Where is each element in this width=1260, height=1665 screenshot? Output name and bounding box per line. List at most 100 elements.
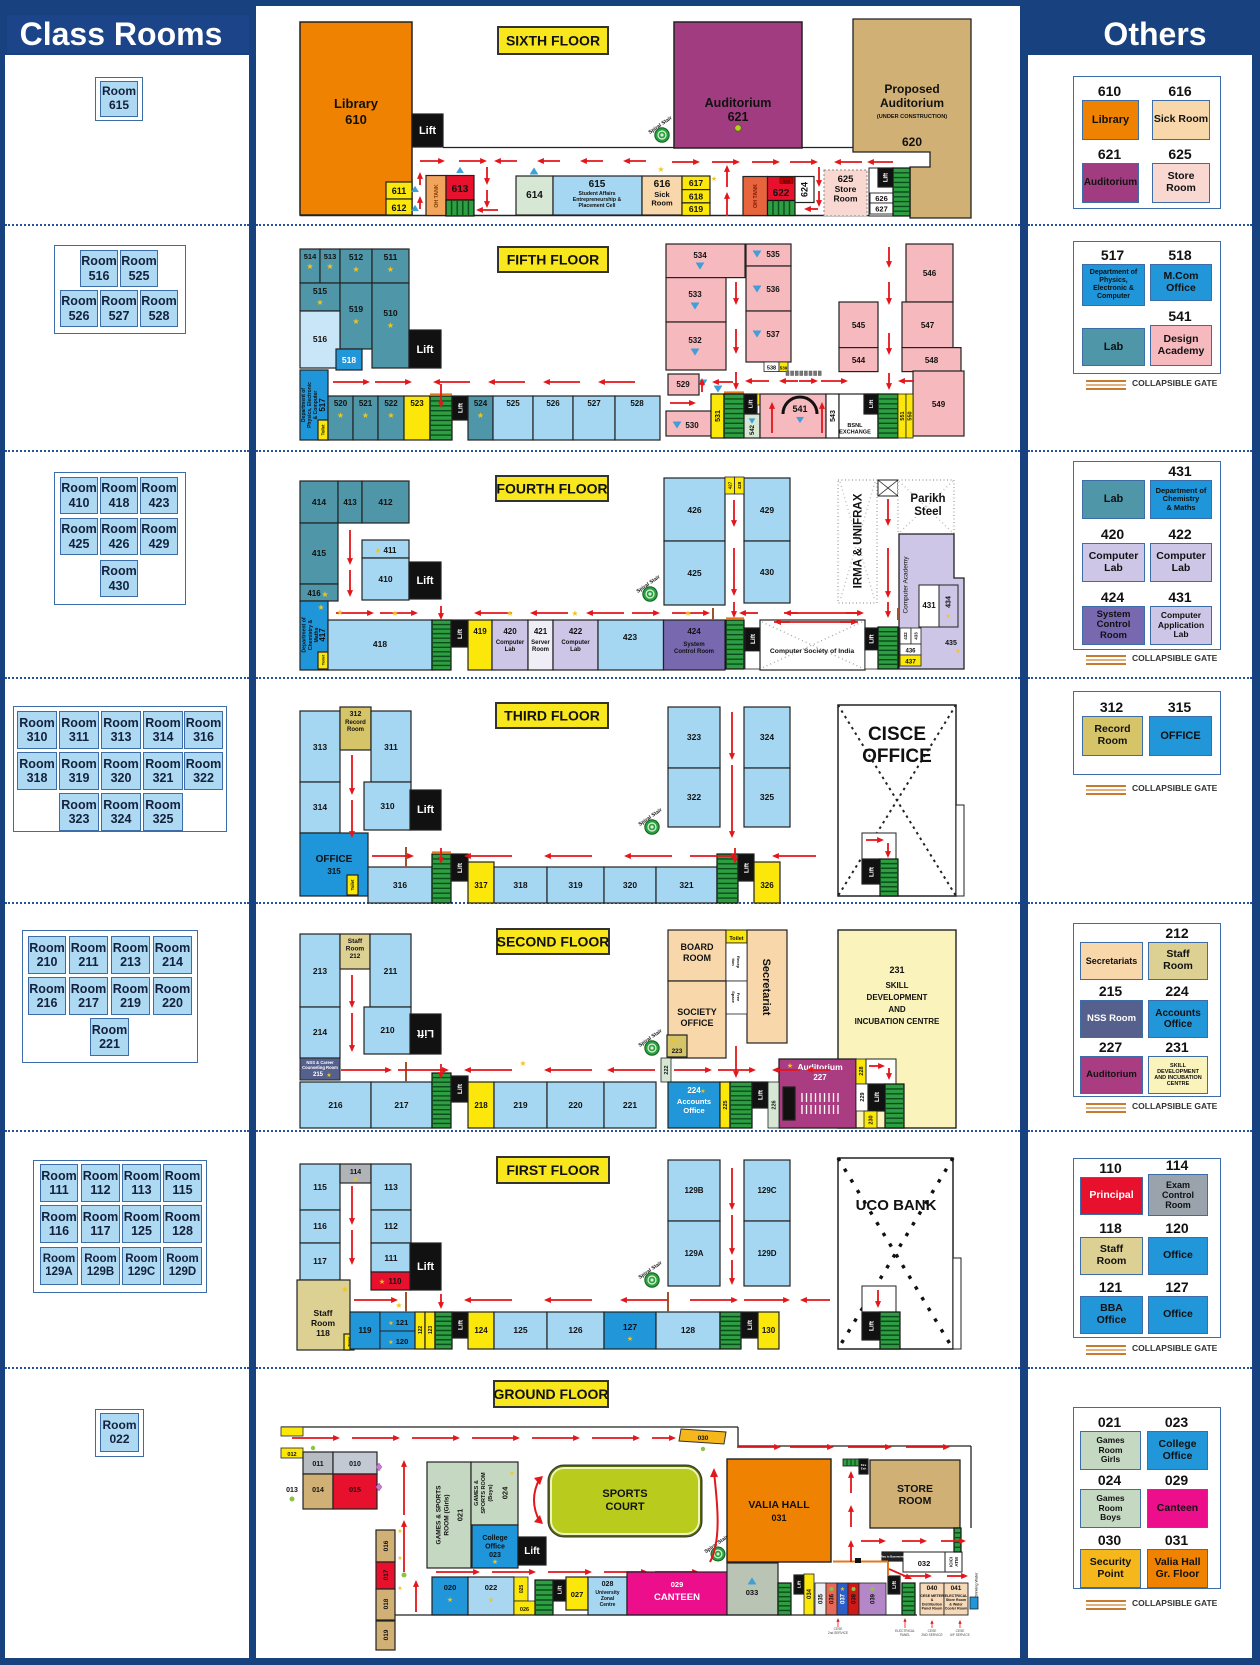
svg-text:Department ofChemistry &Maths: Department ofChemistry &Maths bbox=[302, 617, 320, 652]
svg-text:541: 541 bbox=[792, 404, 807, 414]
svg-text:537: 537 bbox=[766, 330, 780, 339]
svg-text:039: 039 bbox=[871, 1593, 877, 1604]
svg-text:★: ★ bbox=[388, 1320, 393, 1327]
svg-text:★: ★ bbox=[326, 262, 333, 271]
svg-text:★: ★ bbox=[316, 298, 323, 307]
svg-text:ROOM: ROOM bbox=[899, 1495, 932, 1507]
svg-text:Lift: Lift bbox=[748, 400, 754, 409]
svg-text:CESE: CESE bbox=[956, 1629, 965, 1633]
svg-text:224: 224 bbox=[687, 1086, 701, 1095]
svg-text:Lift: Lift bbox=[416, 344, 433, 356]
svg-text:220: 220 bbox=[568, 1100, 582, 1110]
svg-text:116: 116 bbox=[313, 1221, 327, 1231]
svg-text:012: 012 bbox=[287, 1452, 296, 1458]
svg-text:VALIA HALL: VALIA HALL bbox=[748, 1499, 810, 1511]
svg-text:126: 126 bbox=[568, 1325, 582, 1335]
svg-text:539: 539 bbox=[780, 366, 788, 371]
svg-text:215: 215 bbox=[313, 1072, 324, 1078]
svg-text:017: 017 bbox=[383, 1569, 390, 1580]
svg-text:UCO BANK: UCO BANK bbox=[856, 1197, 937, 1214]
svg-text:532: 532 bbox=[688, 336, 702, 345]
svg-text:Lift: Lift bbox=[457, 1083, 464, 1094]
svg-text:014: 014 bbox=[312, 1487, 324, 1494]
svg-text:619: 619 bbox=[689, 204, 703, 214]
svg-text:021: 021 bbox=[456, 1509, 465, 1522]
svg-text:428: 428 bbox=[737, 481, 742, 489]
svg-text:625: 625 bbox=[838, 174, 855, 185]
svg-text:Lift: Lift bbox=[457, 402, 464, 413]
svg-text:★: ★ bbox=[506, 609, 513, 618]
svg-text:STORE: STORE bbox=[897, 1483, 933, 1495]
svg-text:515: 515 bbox=[313, 286, 327, 296]
svg-text:★: ★ bbox=[519, 1059, 526, 1068]
svg-text:520: 520 bbox=[334, 399, 348, 408]
svg-text:025: 025 bbox=[519, 1585, 525, 1594]
svg-text:FreeSpace: FreeSpace bbox=[731, 991, 741, 1004]
svg-text:548: 548 bbox=[925, 356, 939, 365]
svg-text:SPORTS: SPORTS bbox=[602, 1488, 647, 1500]
svg-text:2nd SERVICE: 2nd SERVICE bbox=[828, 1631, 848, 1635]
svg-text:THIRD FLOOR: THIRD FLOOR bbox=[504, 708, 600, 724]
svg-text:545: 545 bbox=[852, 321, 866, 330]
svg-text:422: 422 bbox=[569, 627, 583, 636]
svg-text:615: 615 bbox=[589, 179, 606, 190]
svg-text:024: 024 bbox=[501, 1486, 510, 1499]
svg-text:416: 416 bbox=[307, 589, 321, 598]
svg-text:536: 536 bbox=[766, 285, 780, 294]
svg-text:040: 040 bbox=[927, 1585, 938, 1592]
svg-text:AND: AND bbox=[888, 1005, 906, 1014]
svg-text:ELECTRICAL: ELECTRICAL bbox=[895, 1629, 915, 1633]
svg-text:SKILL: SKILL bbox=[885, 981, 908, 990]
svg-text:321: 321 bbox=[679, 880, 693, 890]
svg-text:CANTEEN: CANTEEN bbox=[654, 1592, 700, 1603]
svg-text:426: 426 bbox=[687, 505, 701, 515]
svg-text:GROUND FLOOR: GROUND FLOOR bbox=[493, 1386, 608, 1402]
svg-text:036: 036 bbox=[830, 1593, 836, 1604]
svg-text:★: ★ bbox=[337, 411, 344, 420]
svg-text:Lift: Lift bbox=[797, 1580, 803, 1588]
svg-text:119: 119 bbox=[359, 1326, 372, 1335]
svg-text:022: 022 bbox=[485, 1583, 498, 1592]
svg-text:Lift: Lift bbox=[892, 1581, 898, 1589]
svg-text:Toilet: Toilet bbox=[321, 424, 326, 435]
svg-text:530: 530 bbox=[685, 421, 699, 430]
svg-text:613: 613 bbox=[452, 184, 469, 195]
svg-text:Lift: Lift bbox=[557, 1586, 563, 1595]
svg-text:226: 226 bbox=[771, 1100, 777, 1109]
svg-text:320: 320 bbox=[623, 880, 637, 890]
svg-text:OFFICE: OFFICE bbox=[862, 746, 932, 767]
svg-text:411: 411 bbox=[384, 546, 397, 555]
svg-text:Auditorium: Auditorium bbox=[797, 1062, 843, 1072]
svg-text:020: 020 bbox=[444, 1583, 457, 1592]
svg-text:OFFICE: OFFICE bbox=[316, 854, 353, 865]
svg-text:111: 111 bbox=[384, 1253, 398, 1263]
svg-text:★: ★ bbox=[336, 608, 343, 617]
svg-text:Lift: Lift bbox=[457, 862, 464, 873]
svg-text:★: ★ bbox=[477, 411, 484, 420]
svg-text:551: 551 bbox=[900, 411, 906, 420]
svg-text:★: ★ bbox=[657, 165, 664, 174]
svg-text:521: 521 bbox=[359, 399, 373, 408]
svg-text:IRMA & UNIFRAX: IRMA & UNIFRAX bbox=[853, 493, 865, 588]
svg-text:★: ★ bbox=[306, 262, 313, 271]
svg-text:★: ★ bbox=[352, 317, 359, 326]
svg-text:129A: 129A bbox=[684, 1249, 703, 1258]
svg-text:★: ★ bbox=[353, 1176, 358, 1183]
svg-text:317: 317 bbox=[474, 881, 488, 890]
svg-text:Lift: Lift bbox=[417, 1261, 434, 1273]
svg-text:514: 514 bbox=[304, 252, 317, 261]
svg-text:222: 222 bbox=[664, 1065, 670, 1074]
svg-text:538: 538 bbox=[767, 366, 776, 372]
svg-text:★: ★ bbox=[341, 1285, 348, 1294]
svg-text:616: 616 bbox=[654, 179, 671, 190]
svg-text:CESE: CESE bbox=[928, 1629, 937, 1633]
